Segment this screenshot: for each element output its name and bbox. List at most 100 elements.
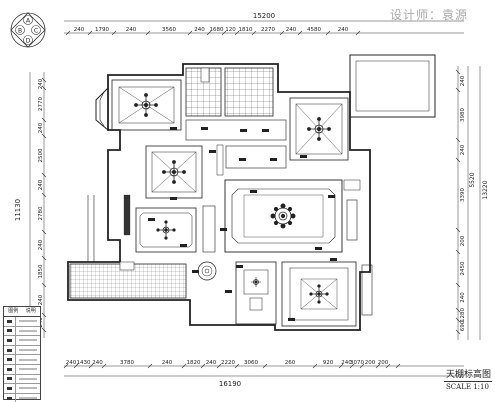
dim-bottom-segment: 240 [162,360,173,366]
dim-left-segment: 240 [38,78,44,89]
dimension-tick [455,282,461,288]
dim-bottom-segment: 200 [378,360,389,366]
dimension-tick [216,363,222,369]
compass-rose: A B C D [10,12,46,48]
level-marker [201,127,208,130]
dimension-tick [41,229,47,235]
dim-right-segment: 240 [460,75,466,86]
dimension-tick [41,172,47,178]
dimension-ticks [41,30,461,369]
dimension-tick [41,117,47,123]
dimension-tick [455,227,461,233]
dimension-tick [41,312,47,318]
dimension-tick [359,363,365,369]
level-markers [148,127,337,321]
dim-right-segment: 1280 [460,308,466,322]
legend-rows [4,317,40,402]
level-marker [270,158,277,161]
level-marker [192,270,199,273]
dimension-tick [221,30,227,36]
dimension-tick [455,307,461,313]
dimension-tick [41,192,47,198]
dimension-tick [88,363,94,369]
legend-symbol [4,317,16,326]
dimension-tick [41,85,47,91]
level-marker [262,129,269,132]
legend-description-line [19,329,37,332]
compass-letter-b: B [18,27,22,34]
legend-symbol [4,384,16,393]
level-marker [239,158,246,161]
dim-right-segment: 2450 [460,261,466,275]
title-underline [444,381,492,382]
dim-top-segment: 240 [126,27,137,33]
dimension-tick [234,30,240,36]
dimension-tick [41,327,47,333]
legend-description-line [19,320,37,323]
legend-row [4,393,40,402]
level-marker [225,290,232,293]
level-marker [148,218,155,221]
legend-row [4,364,40,375]
legend-symbol [4,336,16,345]
dim-right-segment: 690 [460,320,466,331]
dimension-tick [206,30,212,36]
dimension-tick [325,30,331,36]
legend-header-desc: 说明 [25,308,36,314]
dim-bottom-segment: 240 [92,360,103,366]
dim-right-segment: 3390 [460,188,466,202]
dim-top-total: 15200 [253,12,275,20]
dim-bottom-segment: 240 [66,360,77,366]
dim-top-segment: 240 [286,27,297,33]
legend-row [4,345,40,356]
legend-symbol [4,374,16,384]
legend-symbol-mark [7,319,12,323]
dimension-tick [147,363,153,369]
legend-symbol-mark [7,358,12,362]
dimension-tick [312,363,318,369]
dim-right-segment: 240 [460,292,466,303]
dimension-tick [234,363,240,369]
dimension-tick [455,249,461,255]
dimension-tick [41,282,47,288]
dimension-tick [349,363,355,369]
legend-row [4,374,40,385]
dim-bottom-segment: 3060 [244,360,258,366]
designer-credit: 设计师：袁源 [390,8,469,22]
dim-left-segment: 2770 [38,97,44,111]
dim-right-segment: 3980 [460,108,466,122]
level-marker [300,155,307,158]
dim-bottom-segment: 920 [323,360,334,366]
dim-top-segment: 1790 [95,27,109,33]
dimension-tick [355,30,361,36]
dimension-tick [87,30,93,36]
level-marker [220,228,227,231]
dim-left-segment: 240 [38,122,44,133]
legend-row [4,317,40,327]
dim-right-segment: 240 [460,144,466,155]
dimension-tick [455,137,461,143]
dim-right-segment: 200 [460,235,466,246]
legend-description-line [19,358,37,361]
dimension-tick [455,157,461,163]
dimension-tick [279,30,285,36]
dimension-lines [29,20,481,377]
legend-header-symbol: 图例 [8,308,19,314]
legend-symbol [4,355,16,364]
dim-bottom-segment: 240 [206,360,217,366]
dim-bottom-segment: 1820 [187,360,201,366]
dimension-tick [385,363,391,369]
dimension-tick [338,363,344,369]
level-marker [315,247,322,250]
level-marker [240,129,247,132]
compass-letter-d: D [26,37,31,44]
level-marker [209,150,216,153]
dimension-tick [41,77,47,83]
legend-description-line [19,377,37,380]
dim-top-segment: 2270 [261,27,275,33]
dim-left-segment: 2500 [38,148,44,162]
ceiling-ornaments [134,93,331,304]
dim-top-segment: 4580 [307,27,321,33]
level-marker [180,244,187,247]
legend-row [4,326,40,337]
